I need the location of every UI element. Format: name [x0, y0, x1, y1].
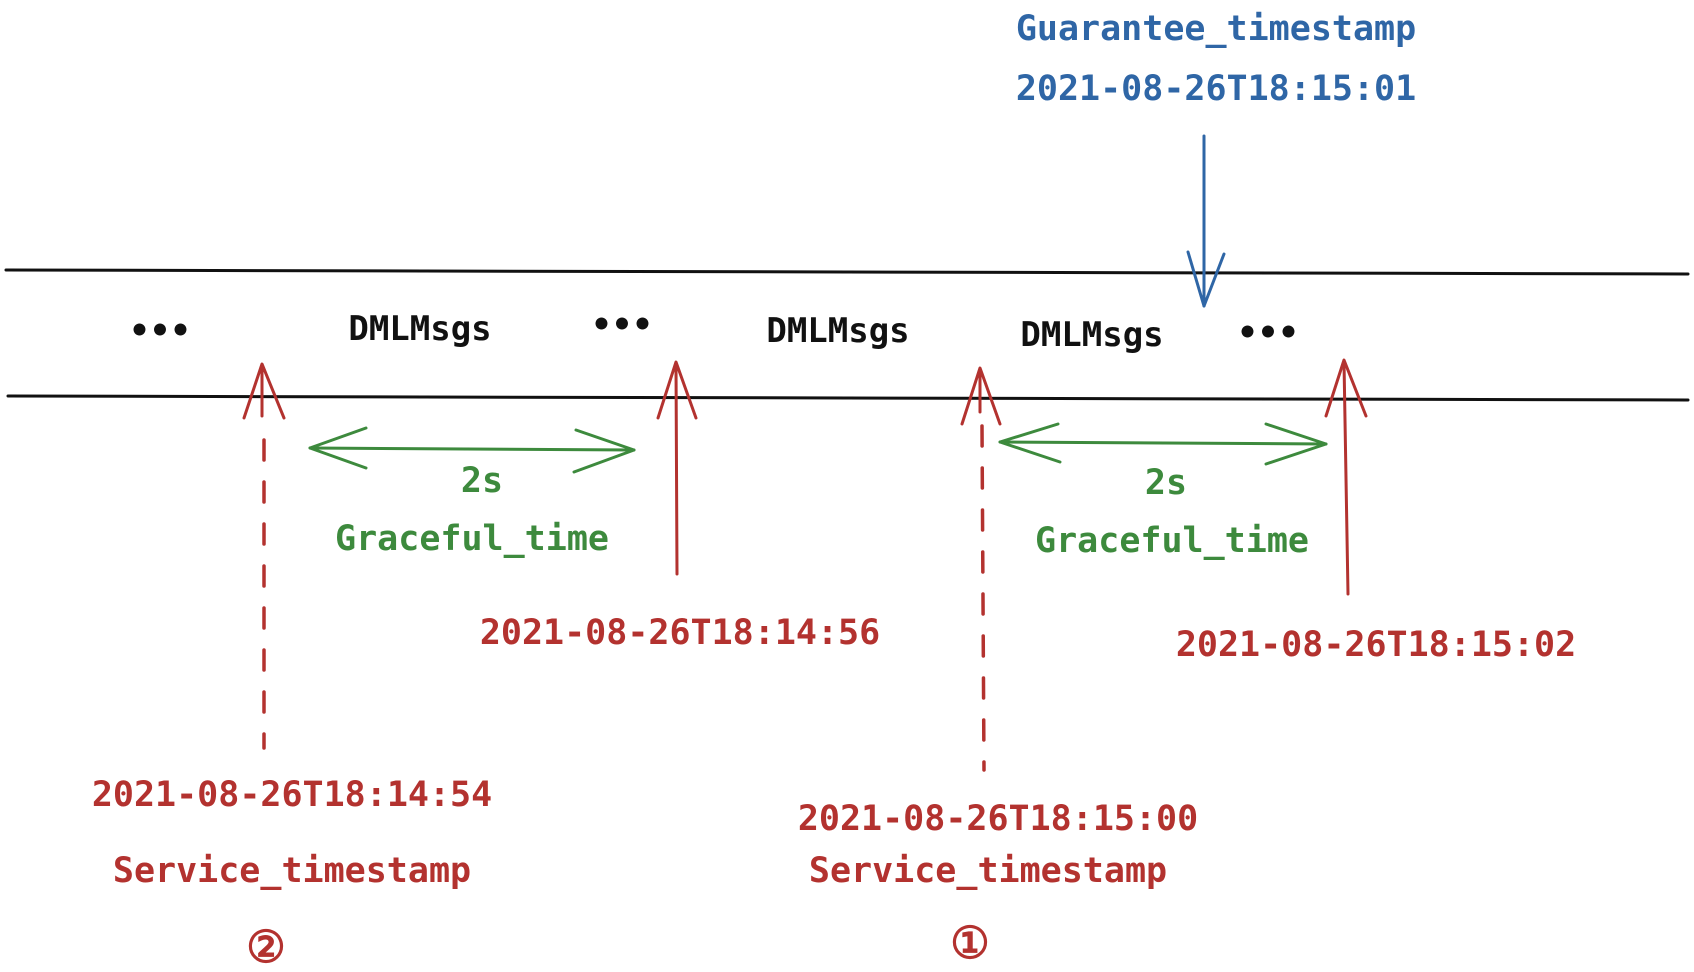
service-2-arrow	[242, 362, 286, 750]
graceful-duration-left: 2s	[461, 461, 503, 501]
graceful-label-right: Graceful_time	[1035, 521, 1309, 561]
stream-ellipsis-3: •••	[1237, 313, 1298, 353]
tick-time-2: 2021-08-26T18:15:02	[1176, 625, 1576, 665]
tick-arrow-2	[1324, 358, 1368, 596]
guarantee-arrow	[1186, 134, 1226, 308]
stream-top-line	[4, 268, 1690, 276]
stream-dml-label-2: DMLMsgs	[766, 311, 909, 351]
graceful-duration-right: 2s	[1145, 463, 1187, 503]
graceful-label-left: Graceful_time	[335, 519, 609, 559]
stream-bottom-line	[6, 394, 1690, 402]
stream-dml-label-3: DMLMsgs	[1020, 315, 1163, 355]
tick-arrow-1	[656, 360, 698, 576]
service-1-time: 2021-08-26T18:15:00	[798, 799, 1198, 839]
guarantee-time: 2021-08-26T18:15:01	[1016, 69, 1416, 109]
stream-ellipsis-2: •••	[591, 305, 652, 345]
service-1-arrow	[960, 366, 1002, 772]
graceful-arrow-left	[308, 426, 636, 474]
guarantee-label: Guarantee_timestamp	[1016, 9, 1416, 49]
service-1-label: Service_timestamp	[809, 851, 1167, 891]
graceful-arrow-right	[998, 422, 1328, 466]
stream-ellipsis-1: •••	[129, 311, 190, 351]
service-1-marker: ①	[950, 918, 989, 969]
service-2-label: Service_timestamp	[113, 851, 471, 891]
service-2-marker: ②	[246, 922, 285, 972]
service-2-time: 2021-08-26T18:14:54	[92, 775, 492, 815]
tick-time-1: 2021-08-26T18:14:56	[480, 613, 880, 653]
stream-dml-label-1: DMLMsgs	[348, 309, 491, 349]
